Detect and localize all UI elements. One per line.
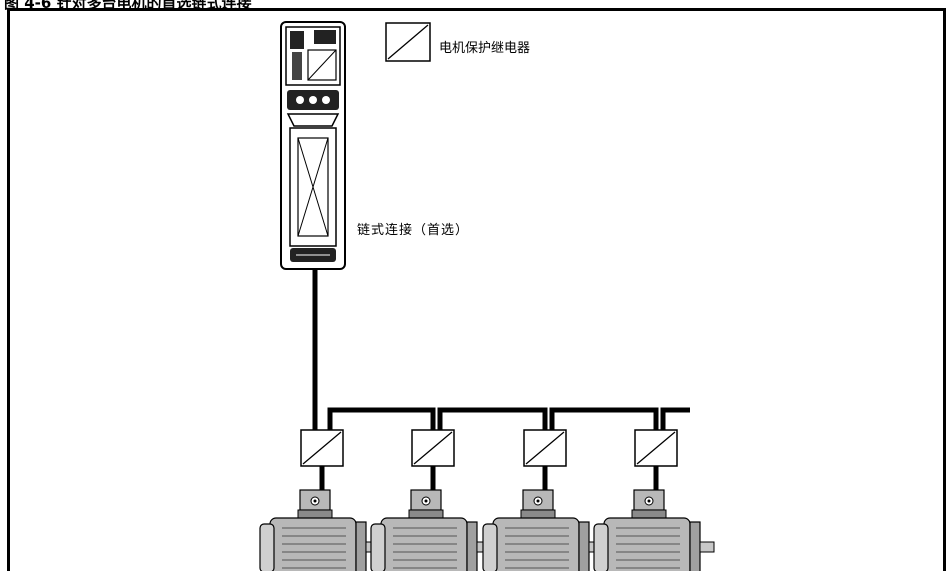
motor-icon — [259, 489, 381, 571]
relay-icon — [300, 429, 344, 467]
relay-icon — [634, 429, 678, 467]
motor-cable — [312, 269, 690, 494]
motor-icon — [482, 489, 604, 571]
drive-icon — [280, 21, 346, 270]
chain-connection-label: 链式连接（首选） — [357, 223, 470, 238]
motor-icon — [593, 489, 715, 571]
figure-frame — [7, 8, 946, 571]
legend-relay-icon — [385, 22, 431, 62]
relay-icon — [523, 429, 567, 467]
relay-icon — [411, 429, 455, 467]
motor-icon — [370, 489, 492, 571]
legend-label: 电机保护继电器 — [439, 41, 531, 56]
